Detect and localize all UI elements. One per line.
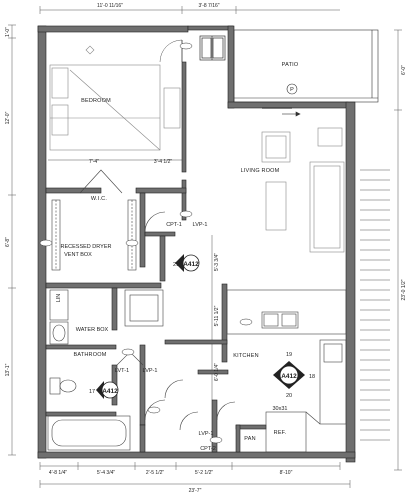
dim-bot-total: 23'-7" [189,488,202,494]
dim-bot-5: 8'-10" [280,470,293,476]
tag-lvp1-b: LVP-1 [143,368,158,374]
dim-left-2: 12'-0" [5,111,11,124]
dim-bot-4: 5'-2 1/2" [195,470,214,476]
room-kitchen: KITCHEN [233,353,259,359]
tag-lvp1-a: LVP-1 [193,222,208,228]
sec-a-label: A412 [183,261,199,268]
sec-c-right: 18 [309,374,315,380]
dim-bot-2: 5'-4 3/4" [97,470,116,476]
exterior-stairs [360,169,390,441]
dim-v-1: 5'-3 3/4" [214,253,220,272]
section-marker-a [175,254,200,272]
sec-a-num: 21 [173,262,179,268]
patio-marker-label: P [290,87,294,93]
linen-cabinet [199,35,226,61]
sec-c-bottom: 20 [286,393,292,399]
living-furniture [261,127,345,253]
kitchen-fixtures [164,289,347,453]
dim-bot-3: 2'-5 1/2" [146,470,165,476]
room-lin: LIN [56,294,62,303]
room-fridge-size: 30x31 [273,406,288,412]
dim-wic-2: 3'-4 1/2" [154,159,173,165]
sec-c-label: A412 [281,373,297,380]
dim-wic-1: 7'-4" [89,159,99,165]
room-living: LIVING ROOM [241,168,280,174]
sec-c-top: 19 [286,352,292,358]
dim-left-1: 1'-0" [5,27,11,37]
dim-left-3: 6'-8" [5,237,11,247]
tag-lvt1: LVT-1 [115,368,129,374]
floor-tag-markers [39,42,253,444]
bathroom-fixtures [47,289,164,451]
sec-b-num: 17 [89,389,95,395]
bedroom-door-swing [159,39,183,63]
room-pan: PAN [244,436,256,442]
dim-left-4: 13'-1" [5,363,11,376]
patio [233,29,379,117]
room-vent-box: VENT BOX [64,252,92,258]
dimension-lines [8,6,402,488]
section-marker-b [96,381,119,399]
tag-cpt1: CPT-1 [166,222,182,228]
dim-top-left: 11'-0 11/16" [97,3,123,9]
wic-shelves [51,169,166,271]
dim-right-1: 6'-0" [401,65,407,75]
dim-v-2: 5'-11 1/2" [214,305,220,326]
room-water-box: WATER BOX [76,327,109,333]
room-patio: PATIO [282,62,299,68]
dim-top-right: 3'-8 7/16" [198,3,219,9]
tag-lvp1-c: LVP-1 [199,431,214,437]
room-dryer: RECESSED DRYER [61,244,112,250]
room-wic: W.I.C. [91,196,107,202]
dim-bot-1: 4'-8 1/4" [49,470,68,476]
bedroom-furniture [49,45,181,151]
room-bedroom: BEDROOM [81,98,111,104]
section-marker-c [273,361,305,389]
sec-b-label: A412 [102,388,118,395]
patio-marker [286,83,298,95]
room-ref: REF. [274,430,287,436]
entry-doors [144,399,199,431]
tag-cpt2: CPT-2 [200,446,216,452]
room-bathroom: BATHROOM [74,352,107,358]
dim-v-3: 6'-0 1/4" [214,363,220,382]
dim-right-2: 23'-0 1/2" [401,279,407,300]
